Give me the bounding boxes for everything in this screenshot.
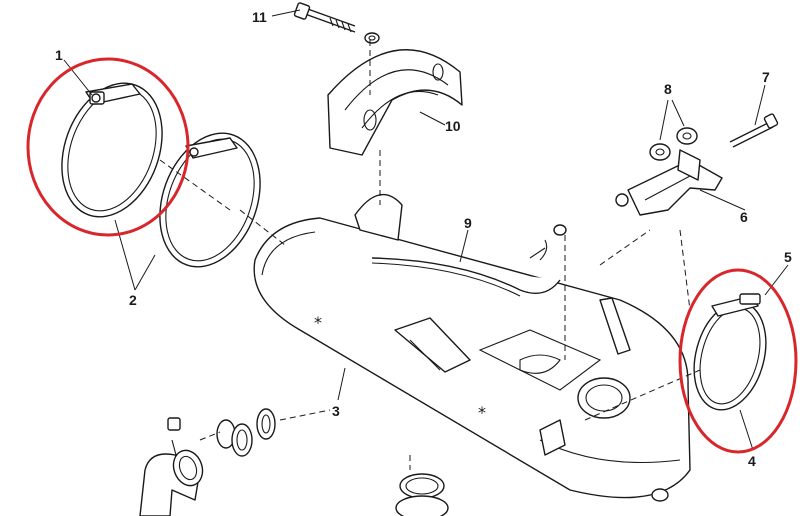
pipe-ring <box>395 473 449 516</box>
muffler-fin <box>354 193 403 241</box>
asterisk-marker-a: * <box>314 313 322 332</box>
sensor-cable-9 <box>371 224 567 297</box>
clamp-4 <box>693 293 767 411</box>
bolt-7 <box>729 113 779 148</box>
highlight-circle-right <box>678 268 798 454</box>
callout-1: 1 <box>55 47 63 63</box>
callout-7: 7 <box>762 69 770 85</box>
gaskets <box>216 408 276 457</box>
exhaust-pipe <box>139 417 204 516</box>
bushings-8 <box>649 127 698 161</box>
callout-4: 4 <box>748 453 756 469</box>
mount-bracket-6 <box>615 149 723 216</box>
callout-9: 9 <box>464 215 472 231</box>
heat-shield-bracket-10 <box>327 49 463 156</box>
callout-3: 3 <box>332 403 340 419</box>
muffler-body-3 <box>253 217 691 502</box>
bolt-11 <box>293 2 380 44</box>
clamp-1 <box>61 82 163 218</box>
callout-labels: 1 2 3 4 5 6 7 8 9 10 11 * * <box>55 9 792 469</box>
callout-6: 6 <box>740 209 748 225</box>
callout-10: 10 <box>445 118 461 134</box>
callout-5: 5 <box>784 249 792 265</box>
leader-lines <box>63 9 789 451</box>
highlight-circle-left <box>26 57 190 237</box>
asterisk-marker-b: * <box>478 403 486 422</box>
callout-11: 11 <box>252 9 267 25</box>
callout-2: 2 <box>129 292 137 308</box>
highlight-circles <box>26 57 798 454</box>
callout-8: 8 <box>664 81 672 97</box>
